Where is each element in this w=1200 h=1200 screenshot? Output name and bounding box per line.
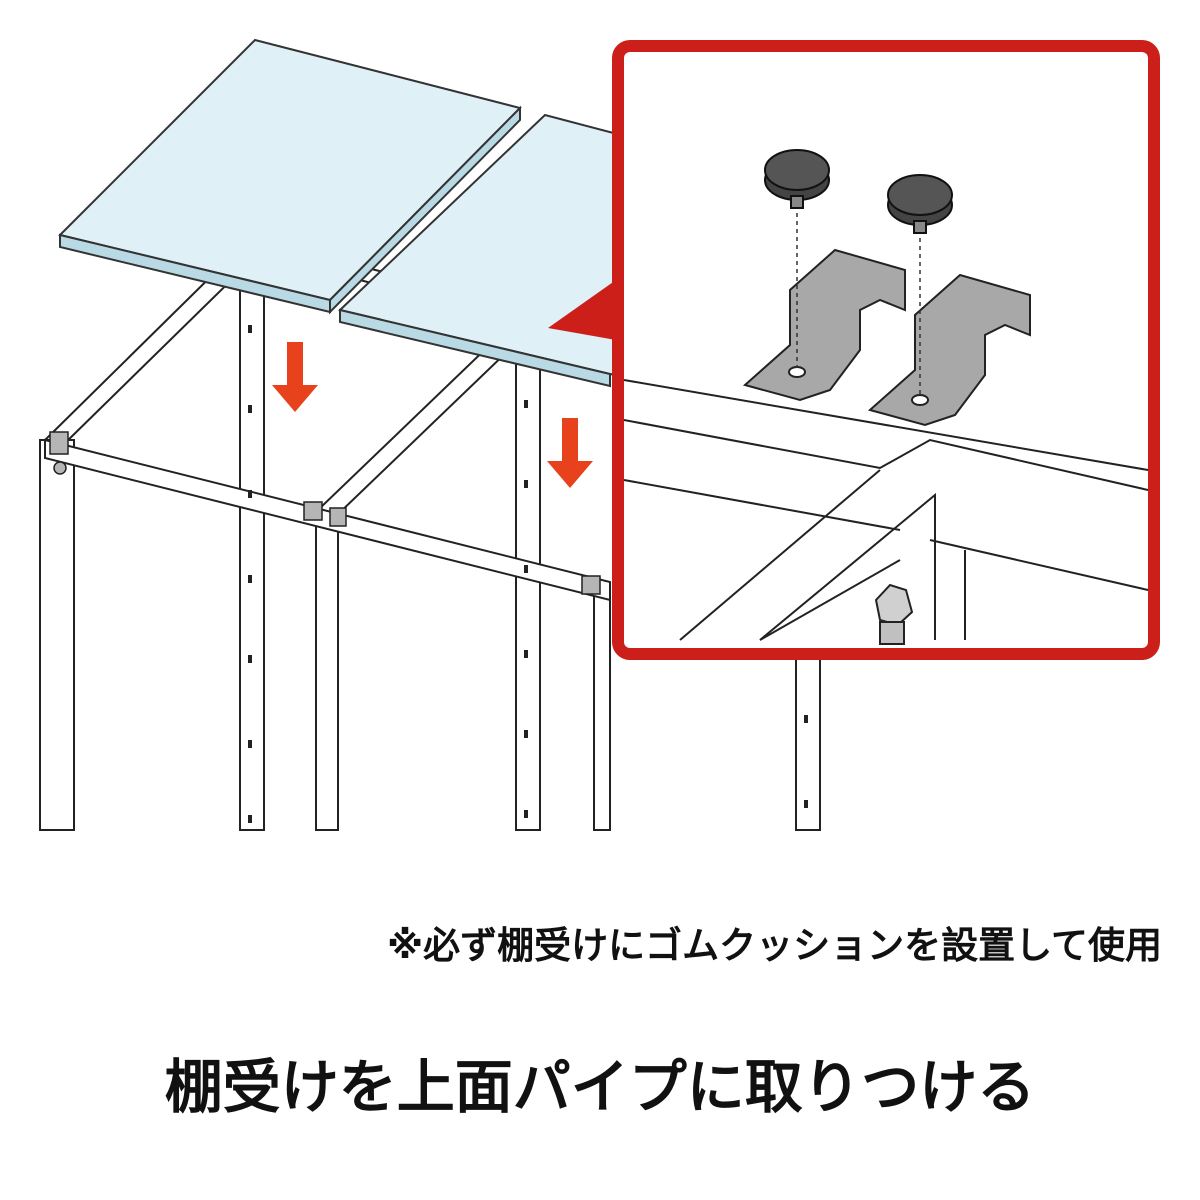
back-left-post (239, 239, 265, 831)
front-top-pipe (44, 438, 611, 602)
front-middle-post (315, 511, 339, 831)
post-holes (248, 325, 808, 823)
bolt (874, 583, 914, 645)
step-caption: 棚受けを上面パイプに取りつける (164, 1053, 1036, 1121)
detail-callout (548, 40, 1160, 660)
usage-note: ※必ず棚受けにゴムクッションを設置して使用 (387, 924, 1162, 967)
front-right-post (593, 589, 611, 831)
glass-shelves (58, 38, 641, 388)
shelf-bracket-part (742, 248, 1031, 427)
front-left-post (39, 439, 75, 831)
rubber-cushion-icon (764, 149, 953, 234)
down-arrow-icon (272, 342, 593, 488)
